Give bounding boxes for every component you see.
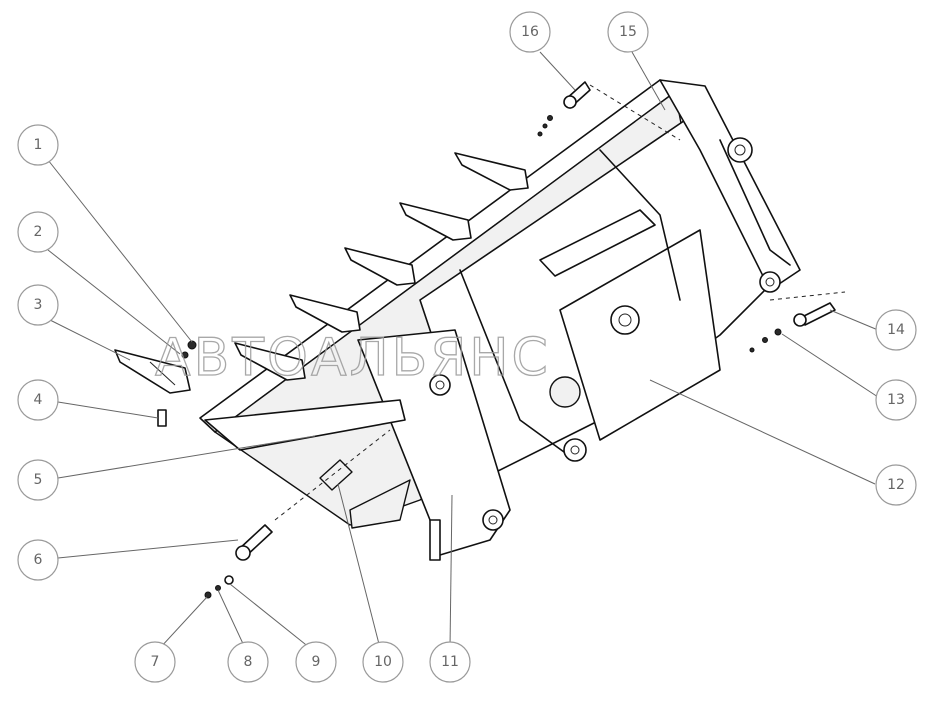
- svg-text:8: 8: [244, 654, 253, 670]
- callout-14: 14: [875, 309, 917, 351]
- hinge-lug-center: [610, 305, 640, 335]
- rib-right: [719, 139, 791, 266]
- callout-3: 3: [17, 284, 59, 326]
- bushing-10: [319, 459, 353, 491]
- callout-16: 16: [509, 11, 551, 53]
- svg-text:6: 6: [34, 552, 43, 568]
- washer-8: [215, 585, 221, 591]
- floor-wedge: [349, 479, 411, 529]
- tooth-1: [454, 152, 529, 191]
- svg-text:1: 1: [34, 137, 43, 153]
- svg-text:12: 12: [887, 477, 905, 493]
- hinge-lug-right: [759, 271, 781, 293]
- svg-text:7: 7: [151, 654, 160, 670]
- svg-text:14: 14: [887, 322, 905, 338]
- washer-16b: [542, 123, 548, 129]
- hinge-lug-bottom: [563, 438, 587, 462]
- exploded-parts: [114, 81, 836, 599]
- cross-tube: [539, 209, 656, 277]
- callout-10: 10: [362, 641, 404, 683]
- watermark-text: АВТОАЛЬЯНС: [155, 328, 551, 388]
- washer-13: [774, 328, 782, 336]
- nut-1: [187, 340, 197, 350]
- bolt-4: [157, 409, 167, 427]
- callout-13: 13: [875, 379, 917, 421]
- hinge-lug-left: [482, 509, 504, 531]
- svg-text:4: 4: [34, 392, 43, 408]
- svg-text:11: 11: [441, 654, 459, 670]
- bucket-teeth: [234, 152, 529, 381]
- svg-text:15: 15: [619, 24, 637, 40]
- tooth-5: [234, 342, 306, 381]
- washer-2: [181, 351, 189, 359]
- callout-15: 15: [607, 11, 649, 53]
- svg-text:10: 10: [374, 654, 392, 670]
- nut-7: [204, 591, 212, 599]
- floor-strip: [204, 399, 406, 451]
- callout-2: 2: [17, 211, 59, 253]
- tooth-2: [399, 202, 472, 241]
- latch-tab: [429, 519, 441, 561]
- nut-16: [537, 131, 543, 137]
- mounting-frame: [559, 229, 721, 441]
- svg-text:2: 2: [34, 224, 43, 240]
- callout-1: 1: [17, 124, 59, 166]
- svg-text:5: 5: [34, 472, 43, 488]
- hinge-lug-side: [429, 374, 451, 396]
- callout-6: 6: [17, 539, 59, 581]
- callout-4: 4: [17, 379, 59, 421]
- assembly-axes: [274, 84, 846, 521]
- leader-lines: [47, 51, 879, 649]
- rib-mid: [599, 149, 681, 301]
- callout-5: 5: [17, 459, 59, 501]
- bucket-assembly: [199, 79, 801, 561]
- washer-16a: [547, 115, 553, 121]
- rib-left: [459, 269, 576, 461]
- svg-text:13: 13: [887, 392, 905, 408]
- tooth-4: [289, 294, 361, 333]
- washer-9: [224, 575, 234, 585]
- hinge-lug-top: [727, 137, 753, 163]
- callout-8: 8: [227, 641, 269, 683]
- loose-tooth: [114, 349, 191, 394]
- nut-13: [749, 347, 755, 353]
- callout-11: 11: [429, 641, 471, 683]
- callout-9: 9: [295, 641, 337, 683]
- callout-7: 7: [134, 641, 176, 683]
- boss: [549, 376, 581, 408]
- washer-13b: [762, 337, 768, 343]
- svg-text:9: 9: [312, 654, 321, 670]
- svg-text:16: 16: [521, 24, 539, 40]
- tooth-3: [344, 247, 416, 286]
- callout-12: 12: [875, 464, 917, 506]
- svg-text:3: 3: [34, 297, 43, 313]
- callouts: 1 2 3 4 5 6 7 8 9 10 11 12 13 14 15 16: [17, 11, 917, 683]
